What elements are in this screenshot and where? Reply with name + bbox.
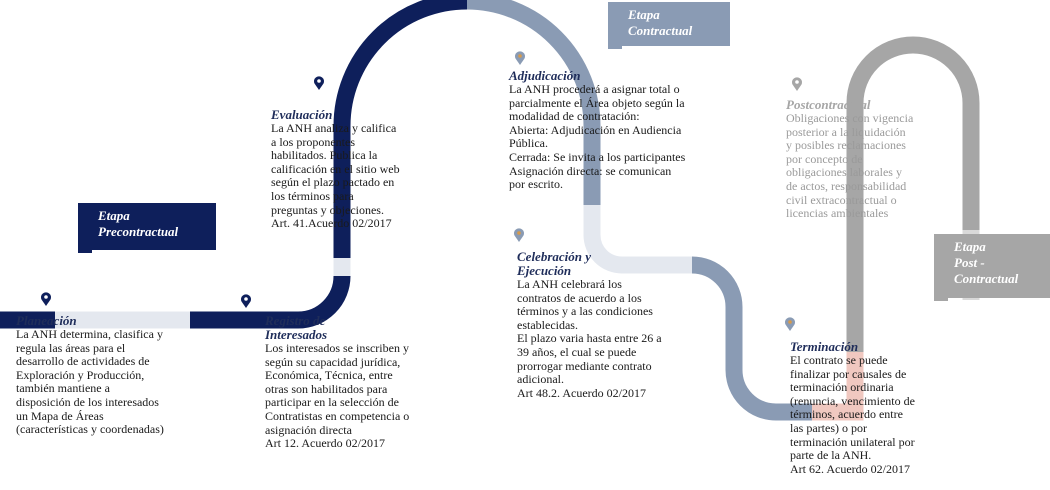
step-adjudicacion-text: modalidad de contratación: xyxy=(509,109,640,124)
step-evaluacion-text: Art. 41.Acuerdo 02/2017 xyxy=(271,216,392,231)
step-planeacion-text: (características y coordenadas) xyxy=(16,422,164,437)
pin-registro xyxy=(241,294,251,308)
road-navy-main xyxy=(190,0,468,329)
step-adjudicacion-text: La ANH procederá a asignar total o xyxy=(509,82,680,96)
step-planeacion-text: también mantiene a xyxy=(16,381,110,396)
step-terminacion-text: Art 62. Acuerdo 02/2017 xyxy=(790,461,910,476)
stage-post-line3: Contractual xyxy=(954,271,1019,286)
stage-post-line1: Etapa xyxy=(954,239,986,254)
step-evaluacion-text: habilitados. Publica la xyxy=(271,148,378,163)
step-celebracion-text: 39 años, el cual se puede xyxy=(517,344,637,359)
step-planeacion-text: La ANH determina, clasifica y xyxy=(16,327,163,341)
step-adjudicacion-title: Adjudicación xyxy=(509,68,581,83)
step-postcontractual-text: posterior a la liquidación xyxy=(786,124,906,139)
step-postcontractual-text: licencias ambientales xyxy=(786,206,889,221)
step-evaluacion-text: los términos para xyxy=(271,188,354,203)
step-celebracion-title: Celebración y xyxy=(517,249,592,264)
step-registro-text: asignación directa xyxy=(265,422,352,437)
stage-contractual: Etapa Contractual xyxy=(608,2,730,49)
step-registro-title: Registro de xyxy=(265,313,326,328)
step-terminacion-text: (renuncia, vencimiento de xyxy=(790,393,915,408)
step-terminacion-text: las partes) o por xyxy=(790,420,867,435)
road-steel-light xyxy=(583,205,692,274)
step-registro-text: Contratistas en competencia o xyxy=(265,408,410,423)
step-evaluacion-text: La ANH analiza y califica xyxy=(271,121,397,135)
pin-terminacion xyxy=(784,317,795,331)
step-terminacion-text: terminación unilateral por xyxy=(790,434,915,449)
step-terminacion-text: términos, acuerdo entre xyxy=(790,407,903,422)
step-celebracion-text: adicional. xyxy=(517,372,564,387)
road-steel-bottom xyxy=(691,256,812,421)
step-planeacion-title: Planeación xyxy=(16,313,77,328)
step-registro: Registro de Interesados Los interesados … xyxy=(265,314,409,451)
step-registro-text: participar en la selección de xyxy=(265,395,399,410)
step-celebracion-text: términos y a las condiciones xyxy=(517,304,653,319)
pin-planeacion xyxy=(41,292,51,306)
step-evaluacion-text: preguntas y objeciones. xyxy=(271,202,384,217)
step-evaluacion-title: Evaluación xyxy=(271,107,333,122)
step-evaluacion-text: según el plazo pactado en xyxy=(271,175,395,190)
step-postcontractual-text: civil extracontractual o xyxy=(786,192,897,207)
step-planeacion-text: desarrollo de actividades de xyxy=(16,354,150,369)
step-celebracion-text: El plazo varia hasta entre 26 a xyxy=(517,331,662,346)
stage-post-line2: Post - xyxy=(954,255,985,270)
pin-evaluacion xyxy=(314,76,324,90)
road-steel-top xyxy=(466,0,601,205)
step-registro-text: otras son habilitados para xyxy=(265,381,388,396)
step-adjudicacion-text: Pública. xyxy=(509,136,548,151)
step-postcontractual-title: Postcontractual xyxy=(786,97,871,112)
stage-precontractual-line2: Precontractual xyxy=(98,224,179,239)
step-celebracion-text: contratos de acuerdo a los xyxy=(517,290,642,305)
stage-precontractual-line1: Etapa xyxy=(98,208,130,223)
road-grey-loop xyxy=(846,36,980,352)
step-evaluacion: Evaluación La ANH analiza y califica a l… xyxy=(271,108,400,231)
step-celebracion-title: Ejecución xyxy=(517,263,572,278)
step-planeacion-text: un Mapa de Áreas xyxy=(16,408,104,423)
step-terminacion: Terminación El contrato se puede finaliz… xyxy=(790,340,915,476)
step-postcontractual-text: y posibles reclamaciones xyxy=(786,138,906,153)
step-postcontractual-text: por concepto de xyxy=(786,151,863,166)
step-postcontractual-text: Obligaciones con vigencia xyxy=(786,111,914,125)
pin-adjudicacion xyxy=(515,51,525,65)
step-adjudicacion-text: por escrito. xyxy=(509,177,563,192)
step-adjudicacion: Adjudicación La ANH procederá a asignar … xyxy=(509,69,685,192)
step-celebracion-text: prorrogar mediante contrato xyxy=(517,358,652,373)
step-terminacion-text: terminación ordinaria xyxy=(790,380,894,395)
step-evaluacion-text: calificación en el sitio web xyxy=(271,161,400,176)
step-postcontractual: Postcontractual Obligaciones con vigenci… xyxy=(786,98,913,221)
step-terminacion-title: Terminación xyxy=(790,339,859,354)
step-evaluacion-text: a los proponentes xyxy=(271,134,355,149)
stage-contractual-line2: Contractual xyxy=(628,23,693,38)
road-pink-bridge xyxy=(812,352,864,421)
step-registro-text: Art 12. Acuerdo 02/2017 xyxy=(265,436,385,451)
step-adjudicacion-text: parcialmente el Área objeto según la xyxy=(509,95,685,110)
stage-precontractual: Etapa Precontractual xyxy=(78,203,216,253)
step-postcontractual-text: obligaciones laborales y xyxy=(786,165,902,180)
step-adjudicacion-text: Cerrada: Se invita a los participantes xyxy=(509,149,686,164)
step-terminacion-text: parte de la ANH. xyxy=(790,448,872,463)
step-registro-title: Interesados xyxy=(265,327,328,342)
step-planeacion: Planeación La ANH determina, clasifica y… xyxy=(16,314,164,437)
step-registro-text: Económica, Técnica, entre xyxy=(265,368,393,383)
step-celebracion: Celebración y Ejecución La ANH celebrará… xyxy=(517,250,662,400)
step-celebracion-text: Art 48.2. Acuerdo 02/2017 xyxy=(517,385,646,400)
step-registro-text: según su capacidad jurídica, xyxy=(265,354,401,369)
step-planeacion-text: Exploración y Producción, xyxy=(16,367,145,382)
step-planeacion-text: regula las áreas para el xyxy=(16,340,126,355)
stage-contractual-line1: Etapa xyxy=(628,7,660,22)
step-terminacion-text: El contrato se puede xyxy=(790,353,888,367)
step-adjudicacion-text: Abierta: Adjudicación en Audiencia xyxy=(509,122,682,137)
step-postcontractual-text: de actos, responsabilidad xyxy=(786,178,907,193)
step-registro-text: Los interesados se inscriben y xyxy=(265,341,409,355)
pin-celebracion xyxy=(514,228,524,242)
stage-postcontractual: Etapa Post - Contractual xyxy=(934,234,1050,301)
step-celebracion-text: La ANH celebrará los xyxy=(517,277,622,291)
step-terminacion-text: finalizar por causales de xyxy=(790,366,907,381)
step-adjudicacion-text: Asignación directa: se comunican xyxy=(509,163,672,178)
step-planeacion-text: disposición de los interesados xyxy=(16,394,159,409)
pin-postcontractual xyxy=(791,77,802,91)
step-celebracion-text: establecidas. xyxy=(517,317,578,332)
